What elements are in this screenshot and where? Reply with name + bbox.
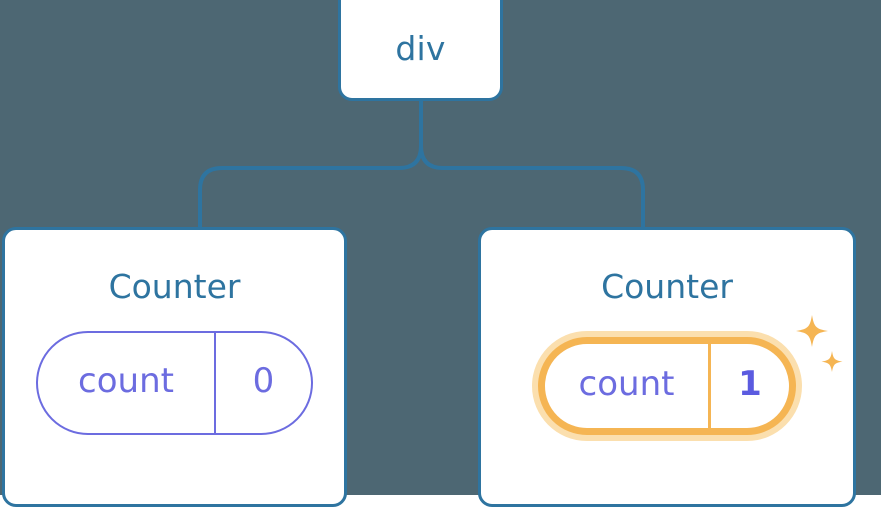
state-key-left: count [38,333,216,433]
node-counter-left[interactable]: Counter count 0 [2,227,347,507]
tree-connectors [198,98,645,229]
state-key-right: count [545,344,711,428]
node-counter-right-label: Counter [601,267,733,306]
sparkle-large-icon [796,315,828,347]
node-counter-right[interactable]: Counter count 1 [478,227,856,507]
sparkle-small-icon [821,351,843,372]
node-counter-left-label: Counter [108,267,241,306]
state-pill-right[interactable]: count 1 [538,337,796,435]
connector-to-right-child [419,144,645,229]
connector-to-left-child [198,98,423,229]
state-pill-right-wrapper: count 1 [532,315,843,441]
node-div[interactable]: div [338,0,503,101]
state-pill-left[interactable]: count 0 [36,331,313,435]
node-div-label: div [395,29,446,68]
state-pill-left-wrapper: count 0 [36,331,313,435]
state-value-left: 0 [252,361,275,401]
sparkle-group [796,315,843,372]
state-value-right: 1 [738,364,762,404]
